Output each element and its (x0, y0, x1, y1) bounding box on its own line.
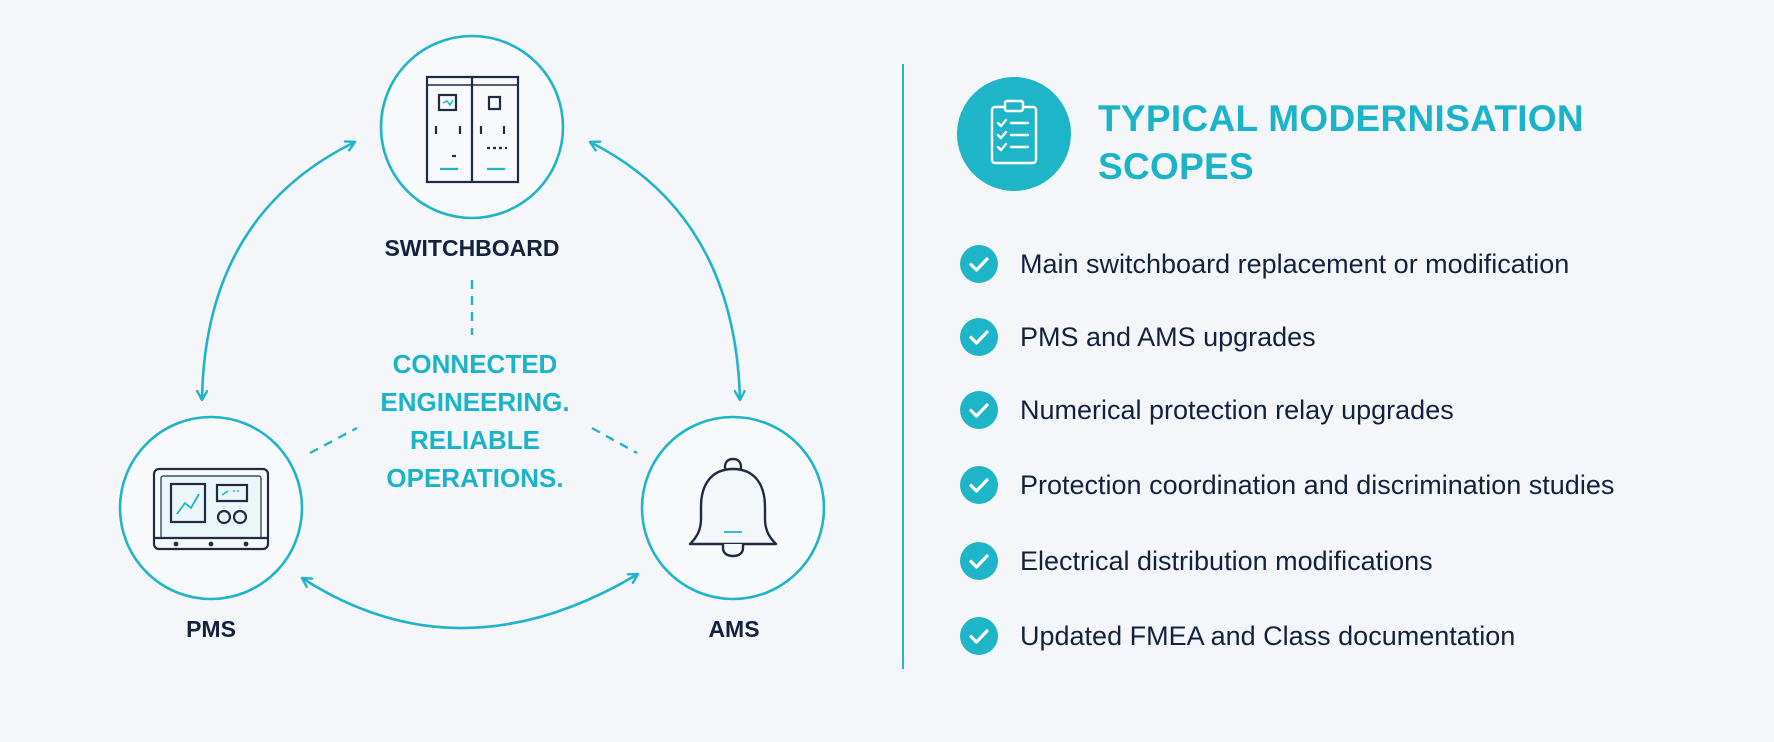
system-diagram (118, 34, 826, 630)
list-item-label: Updated FMEA and Class documentation (1020, 620, 1516, 651)
vertical-divider (902, 64, 904, 669)
list-item: Updated FMEA and Class documentation (960, 617, 1515, 655)
check-icon (960, 617, 998, 655)
switchboard-cabinet-icon (425, 75, 520, 184)
alarm-bell-icon (688, 457, 778, 558)
check-icon (960, 245, 998, 283)
arrow-switchboard-pms (202, 142, 355, 400)
center-tagline-line: OPERATIONS. (386, 463, 564, 493)
arrow-switchboard-ams (590, 142, 740, 400)
list-item-label: PMS and AMS upgrades (1020, 321, 1316, 352)
pms-node (118, 415, 304, 601)
list-item-label: Numerical protection relay upgrades (1020, 394, 1454, 425)
center-tagline-line: CONNECTED (392, 349, 558, 379)
clipboard-checklist-icon (957, 77, 1071, 191)
check-icon (960, 542, 998, 580)
list-item-label: Protection coordination and discriminati… (1020, 469, 1615, 500)
switchboard-label: SWITCHBOARD (384, 235, 560, 261)
scopes-title: TYPICAL MODERNISATION SCOPES (1098, 95, 1584, 191)
arrow-pms-ams (302, 574, 638, 630)
center-tagline: CONNECTED ENGINEERING. RELIABLE OPERATIO… (335, 345, 615, 497)
list-item-label: Main switchboard replacement or modifica… (1020, 248, 1570, 279)
pms-label: PMS (186, 616, 236, 642)
switchboard-node (379, 34, 565, 220)
center-tagline-line: RELIABLE (410, 425, 540, 455)
list-item: Numerical protection relay upgrades (960, 391, 1454, 429)
check-icon (960, 391, 998, 429)
scopes-title-line: SCOPES (1098, 146, 1255, 187)
check-icon (960, 318, 998, 356)
list-item: Protection coordination and discriminati… (960, 466, 1614, 504)
dashed-connector-right (591, 426, 638, 455)
scopes-title-line: TYPICAL MODERNISATION (1098, 98, 1584, 139)
list-item: Electrical distribution modifications (960, 542, 1433, 580)
list-item: PMS and AMS upgrades (960, 318, 1316, 356)
list-item: Main switchboard replacement or modifica… (960, 245, 1569, 283)
ams-node (640, 415, 826, 601)
center-tagline-line: ENGINEERING. (380, 387, 570, 417)
ams-label: AMS (708, 616, 760, 642)
list-item-label: Electrical distribution modifications (1020, 545, 1433, 576)
check-icon (960, 466, 998, 504)
dashed-connector-left (309, 426, 358, 455)
control-panel-monitor-icon (152, 467, 270, 551)
